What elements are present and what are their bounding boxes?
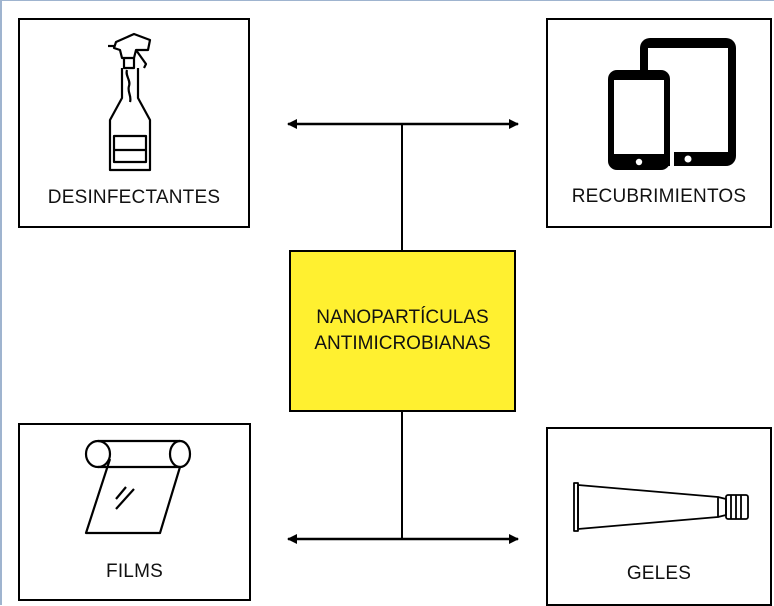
center-label-line1: NANOPARTÍCULAS (316, 307, 489, 328)
film-roll-icon (84, 439, 192, 535)
box-geles: GELES (546, 427, 772, 606)
gel-tube-icon (573, 482, 749, 532)
center-label-line2: ANTIMICROBIANAS (314, 333, 491, 354)
spray-bottle-icon (108, 32, 152, 172)
box-label-recubrimientos: RECUBRIMIENTOS (571, 186, 747, 207)
box-label-geles: GELES (626, 563, 692, 584)
box-label-desinfectantes: DESINFECTANTES (47, 187, 221, 208)
box-films: FILMS (18, 423, 251, 601)
box-desinfectantes: DESINFECTANTES (18, 18, 250, 228)
box-label-films: FILMS (106, 561, 163, 582)
phone-tablet-icon (608, 38, 736, 170)
box-recubrimientos: RECUBRIMIENTOS (546, 18, 772, 228)
center-node-nanoparticulas: NANOPARTÍCULAS ANTIMICROBIANAS (289, 250, 516, 412)
